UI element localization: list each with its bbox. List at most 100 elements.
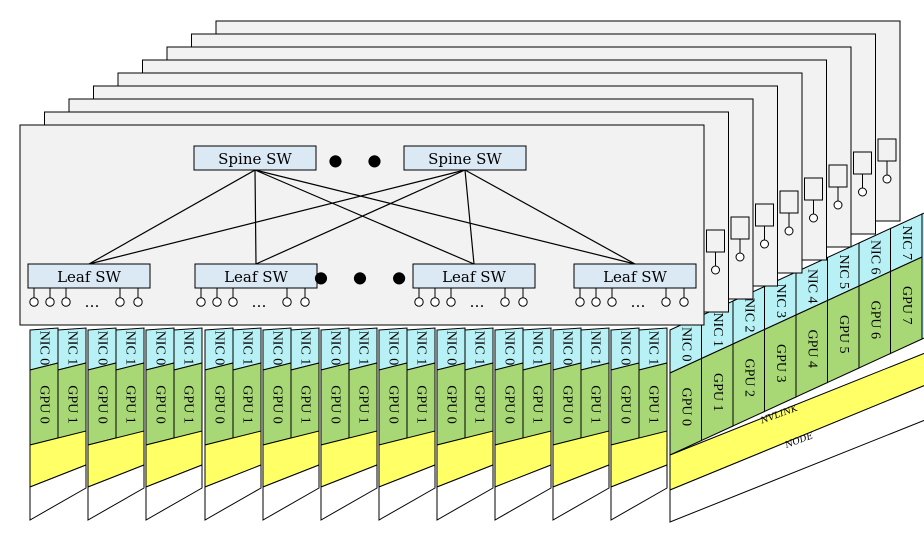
leaf-port xyxy=(607,297,617,307)
nic-label: NIC 0 xyxy=(212,331,227,366)
node-band xyxy=(610,464,668,521)
gpu-label: GPU 0 xyxy=(678,387,693,426)
gpu-label: GPU 6 xyxy=(867,300,882,339)
gpu-node: NIC 0 GPU 0 NIC 1 GPU 1 xyxy=(494,327,552,521)
nic-label: NIC 1 xyxy=(65,331,80,366)
leaf-port xyxy=(212,297,222,307)
nic-label: NIC 4 xyxy=(804,269,819,304)
gpu-label: GPU 1 xyxy=(530,385,545,424)
nic-label: NIC 0 xyxy=(502,331,517,366)
port-box xyxy=(804,177,823,201)
port-circle xyxy=(882,174,892,184)
gpu-label: GPU 0 xyxy=(153,385,168,424)
node-band xyxy=(494,464,552,521)
leaf-switch xyxy=(573,263,697,289)
uplink-wire xyxy=(88,169,256,265)
gpu-label: GPU 1 xyxy=(414,385,429,424)
nic-label: NIC 1 xyxy=(414,331,429,366)
leaf-port xyxy=(430,297,440,307)
nic-label: NIC 0 xyxy=(444,331,459,366)
gpu-label: GPU 0 xyxy=(502,385,517,424)
nic-label: NIC 0 xyxy=(618,331,633,366)
nic-label: NIC 0 xyxy=(270,331,285,366)
spine-switch xyxy=(193,145,317,171)
port-ellipsis: … xyxy=(631,293,646,311)
gpu-label: GPU 1 xyxy=(710,373,725,412)
node-band xyxy=(262,464,320,521)
leaf-port xyxy=(228,297,238,307)
node-band xyxy=(204,464,262,521)
gpu-label: GPU 0 xyxy=(95,385,110,424)
leaf-port xyxy=(575,297,585,307)
leaf-port xyxy=(29,297,39,307)
gpu-label: GPU 1 xyxy=(646,385,661,424)
spine-ellipsis: ● ● xyxy=(328,151,391,170)
gpu-label: GPU 1 xyxy=(240,385,255,424)
nic-label: NIC 0 xyxy=(386,331,401,366)
spine-switch-label: Spine SW xyxy=(218,150,292,168)
port-box xyxy=(853,151,872,175)
nic-label: NIC 0 xyxy=(678,327,693,362)
nic-label: NIC 0 xyxy=(95,331,110,366)
nic-label: NIC 6 xyxy=(867,240,882,275)
port-ellipsis: … xyxy=(252,293,267,311)
leaf-port xyxy=(133,297,143,307)
node-band xyxy=(669,385,924,523)
port-box xyxy=(877,138,897,162)
gpu-node: NIC 0 GPU 0 NIC 1 GPU 1 xyxy=(436,327,494,521)
nic-label: NIC 1 xyxy=(472,331,487,366)
gpu-label: GPU 1 xyxy=(356,385,371,424)
nic-label: NIC 1 xyxy=(588,331,603,366)
port-circle xyxy=(809,213,818,223)
nic-label: NIC 1 xyxy=(240,331,255,366)
leaf-port xyxy=(61,297,71,307)
leaf-port xyxy=(300,297,310,307)
port-ellipsis: … xyxy=(470,293,485,311)
gpu-label: GPU 0 xyxy=(444,385,459,424)
gpu-label: GPU 5 xyxy=(836,315,851,354)
leaf-port xyxy=(661,297,671,307)
nic-label: NIC 5 xyxy=(836,254,851,289)
nvlink-band xyxy=(669,352,924,491)
port-ellipsis: … xyxy=(85,293,100,311)
port-circle xyxy=(833,200,843,210)
uplink-wire xyxy=(255,169,466,265)
gpu-label: GPU 7 xyxy=(899,286,914,325)
gpu-label: GPU 0 xyxy=(618,385,633,424)
port-circle xyxy=(858,187,867,197)
uplink-wire xyxy=(254,169,257,265)
spine-switch-label: Spine SW xyxy=(428,150,502,168)
leaf-port xyxy=(446,297,456,307)
nic-label: NIC 0 xyxy=(328,331,343,366)
port-circle xyxy=(735,252,745,262)
leaf-switch-label: Leaf SW xyxy=(603,268,667,286)
uplink-wire xyxy=(464,169,636,265)
nic-label: NIC 1 xyxy=(530,331,545,366)
node-band xyxy=(436,464,494,521)
node-band xyxy=(552,464,610,521)
leaf-port xyxy=(45,297,55,307)
gpu-label: GPU 1 xyxy=(123,385,138,424)
uplink-wire xyxy=(254,169,636,265)
nic-label: NIC 3 xyxy=(773,283,788,318)
port-box xyxy=(706,229,725,253)
gpu-label: GPU 1 xyxy=(588,385,603,424)
nic-label: NIC 1 xyxy=(181,331,196,366)
gpu-label: GPU 1 xyxy=(472,385,487,424)
gpu-label: GPU 3 xyxy=(773,344,788,383)
leaf-switch xyxy=(412,263,536,289)
node-band xyxy=(145,464,203,521)
nic-label: NIC 0 xyxy=(560,331,575,366)
gpu-label: GPU 0 xyxy=(212,385,227,424)
nic-label: NIC 1 xyxy=(710,312,725,347)
